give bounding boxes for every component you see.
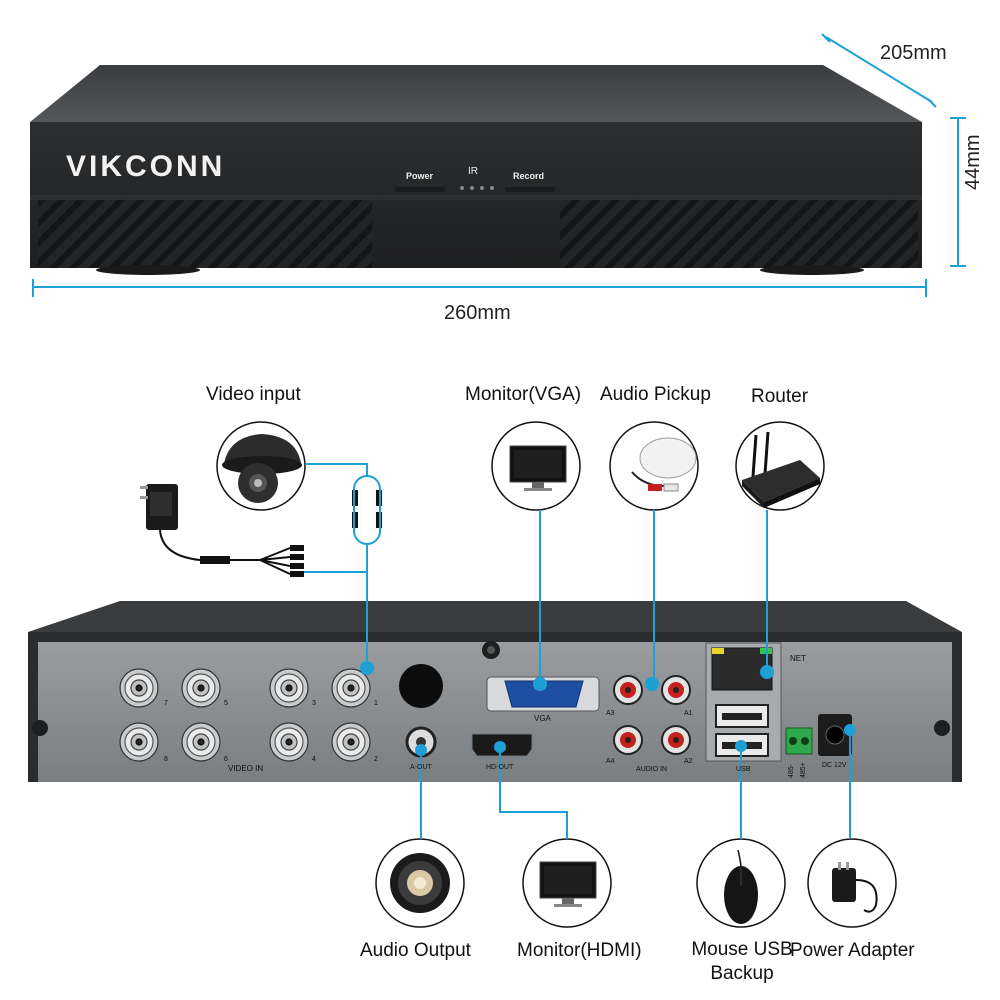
bnc-connector [331,722,371,762]
power-adapter-icon [832,862,878,913]
brand-logo: VIKCONN [66,150,226,183]
label-a-out: A-OUT [410,764,432,771]
label-monitor-vga: Monitor(VGA) [465,384,582,405]
label-audio-in: AUDIO IN [636,766,668,773]
bnc-connector [181,722,221,762]
bnc-label-1: 1 [374,700,378,707]
audio-pickup-icon [631,437,697,492]
front-label-power: Power [406,171,434,181]
bnc-label-6: 6 [224,756,228,763]
bnc-connector [119,722,159,762]
bnc-connector [269,668,309,708]
front-label-ir: IR [468,166,478,177]
bnc-connector [181,668,221,708]
label-power-adapter: Power Adapter [790,940,915,961]
label-hd-out: HD-OUT [486,764,514,771]
router-icon [742,431,820,508]
dimension-depth: 205mm [880,42,947,64]
label-485-minus: 485- [788,763,795,778]
bnc-label-3: 3 [312,700,316,707]
label-485-plus: 485+ [800,762,807,778]
dvr-rear-top [28,601,962,632]
dimension-width: 260mm [444,302,511,324]
bnc-label-8: 8 [164,756,168,763]
audio-in-rca [613,675,691,755]
label-audio-a4: A4 [606,758,615,765]
speaker-icon [390,853,450,913]
label-audio-a3: A3 [606,710,615,717]
bnc-connector [331,668,371,708]
bnc-connector [269,722,309,762]
bnc-connectors [119,668,371,762]
bnc-label-7: 7 [164,700,168,707]
label-audio-a2: A2 [684,758,693,765]
audio-cap [399,664,443,708]
dome-camera-icon [222,434,302,503]
label-audio-pickup: Audio Pickup [600,384,711,405]
camera-power-adapter-icon [140,484,304,577]
bnc-label-2: 2 [374,756,378,763]
dvr-top-surface [30,65,922,122]
label-video-input: Video input [206,384,301,405]
label-audio-a1: A1 [684,710,693,717]
label-net: NET [790,654,806,663]
monitor-hdmi-icon [539,861,597,907]
dimension-height: 44mm [962,134,984,190]
label-monitor-hdmi: Monitor(HDMI) [517,940,642,961]
dimension-lines [32,33,966,297]
label-usb: USB [736,766,751,773]
bnc-connector [119,668,159,708]
front-label-record: Record [513,171,545,181]
label-router: Router [751,386,809,407]
mouse-icon [724,849,758,924]
connector-lines [304,463,851,839]
label-mouse-usb: Mouse USB Backup [691,939,793,984]
connector-dots [360,661,856,756]
label-video-in: VIDEO IN [228,764,264,773]
label-vga: VGA [534,714,551,723]
dvr-front-vent-left [38,198,372,268]
dvr-front-vent-right [560,198,918,268]
label-dc: DC 12V [822,762,847,769]
bnc-label-4: 4 [312,756,316,763]
bnc-label-5: 5 [224,700,228,707]
monitor-vga-icon [509,445,567,491]
label-audio-output: Audio Output [360,940,471,961]
dvr-rear-panel [38,642,952,782]
